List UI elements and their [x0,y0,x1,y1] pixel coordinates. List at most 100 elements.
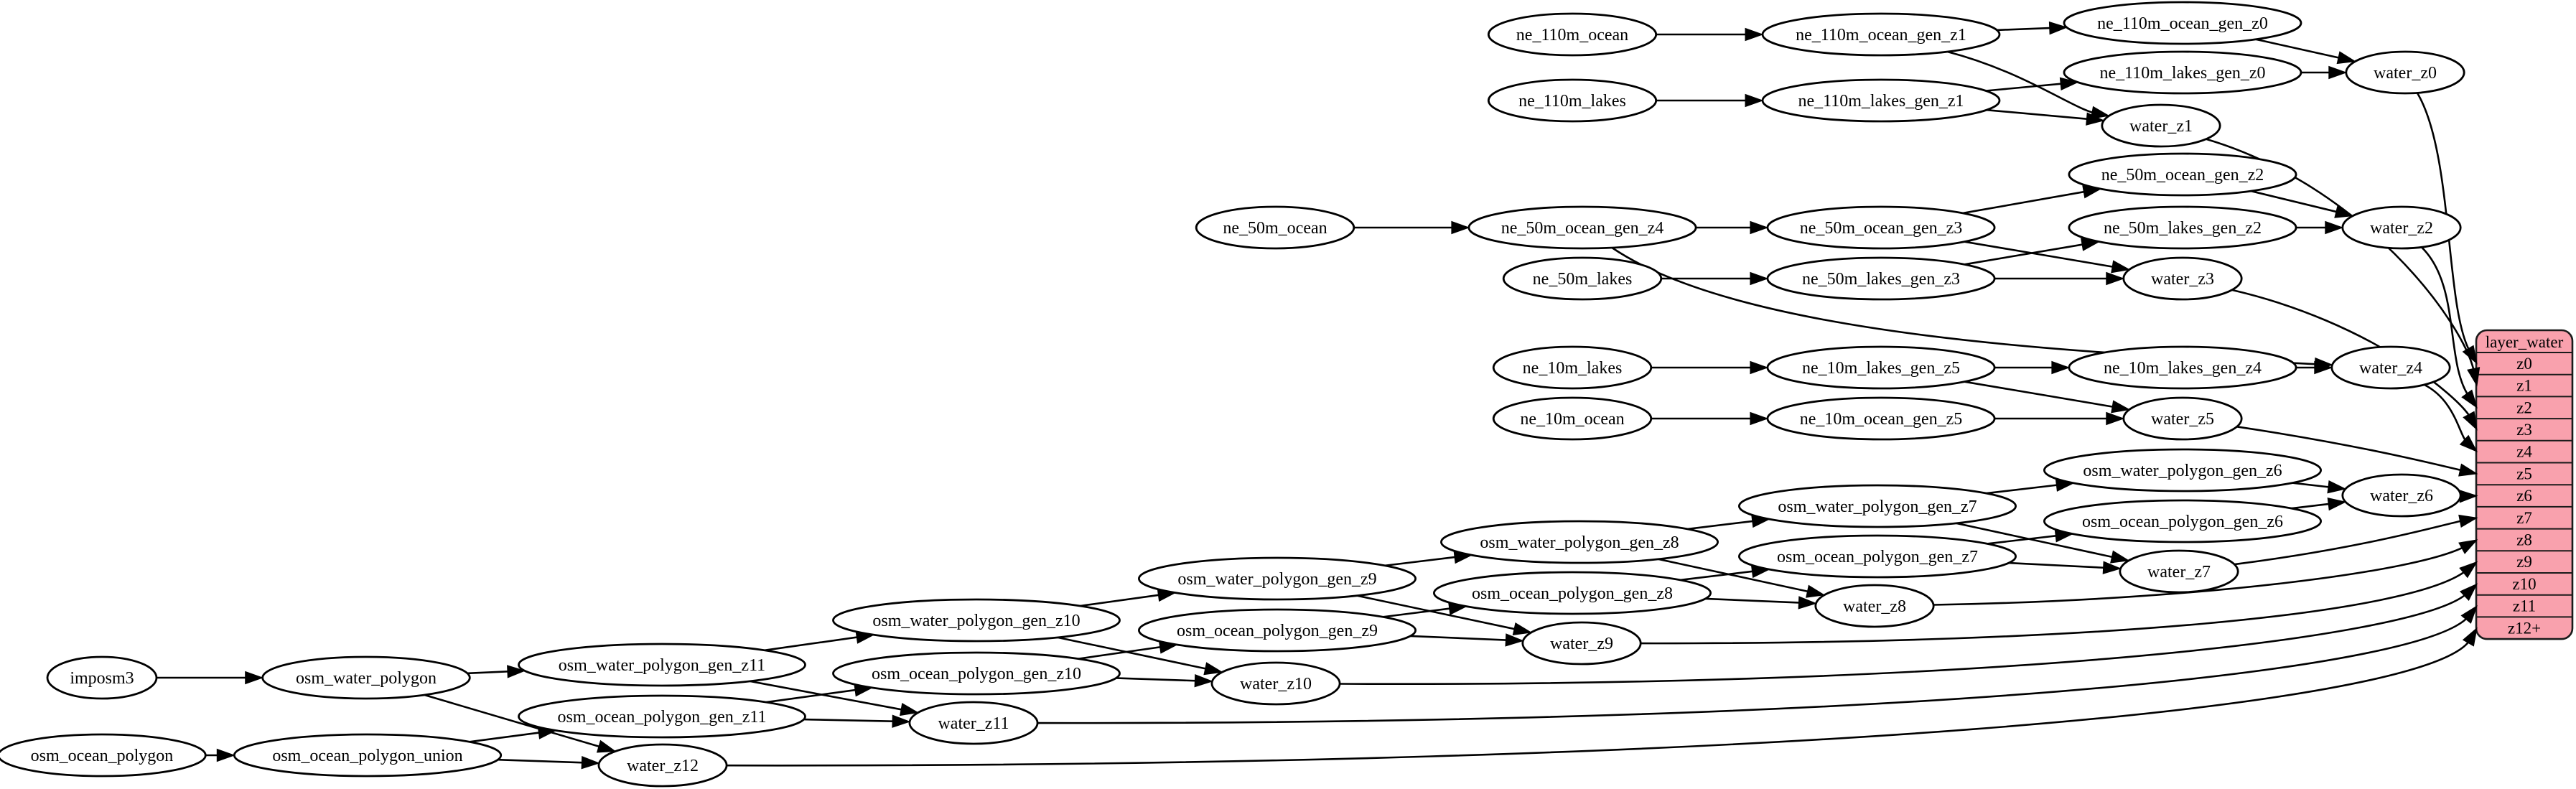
edge-osm_water_polygon_gen_z7-water_z7 [1956,522,2130,564]
edge-osm_ocean_polygon-osm_ocean_polygon_union [205,748,235,762]
arrowhead [899,703,920,716]
node-label: water_z11 [938,714,1009,733]
arrowhead [892,714,911,728]
node-osm_water_polygon_gen_z9: osm_water_polygon_gen_z9 [1138,556,1417,601]
node-osm_water_polygon_gen_z6: osm_water_polygon_gen_z6 [2043,448,2322,492]
edge-water_z2-z2 [2420,246,2478,409]
node-shape [1766,256,1996,301]
edge-line [1986,483,2061,495]
edge-ne_50m_ocean-ne_50m_ocean_gen_z4 [1353,220,1470,235]
edge-line [1987,534,2061,545]
node-label: osm_ocean_polygon_union [272,747,462,765]
edge-ne_50m_ocean_gen_z3-water_z3 [1964,241,2131,274]
arrowhead [2325,220,2344,235]
node-label: osm_ocean_polygon_gen_z9 [1177,622,1378,640]
node-shape [2119,549,2239,594]
arrowhead [2051,360,2071,375]
edge-line [1080,593,1163,607]
node-water_z3: water_z3 [2122,256,2243,301]
node-water_z4: water_z4 [2330,345,2451,390]
edge-line [1933,545,2466,606]
node-label: osm_ocean_polygon_gen_z10 [872,665,1081,683]
node-label: osm_water_polygon [296,669,437,688]
node-shape [2068,205,2297,250]
record-row-label: z5 [2516,464,2532,482]
edge-line [2256,38,2343,60]
edge-line [1116,677,1200,682]
edge-line [764,635,862,652]
arrowhead [2459,561,2478,579]
node-ne_10m_lakes_gen_z5: ne_10m_lakes_gen_z5 [1766,345,1996,390]
node-shape [0,733,207,778]
node-label: water_z12 [627,757,699,775]
arrowhead [1203,662,1223,676]
edge-ne_10m_ocean-ne_10m_ocean_gen_z5 [1651,411,1769,426]
node-label: osm_ocean_polygon_gen_z8 [1472,584,1673,603]
edge-water_z5-z5 [2236,426,2478,477]
node-shape [1766,396,1996,441]
node-osm_ocean_polygon_gen_z11: osm_ocean_polygon_gen_z11 [518,694,806,739]
edge-ne_110m_lakes_gen_z0-water_z0 [2300,65,2348,80]
node-label: ne_50m_ocean_gen_z2 [2101,166,2264,185]
node-label: osm_ocean_polygon_gen_z7 [1777,548,1978,566]
node-osm_water_polygon_gen_z10: osm_water_polygon_gen_z10 [832,598,1121,643]
node-label: osm_water_polygon_gen_z8 [1480,533,1679,552]
node-label: water_z9 [1550,635,1613,653]
edge-line [2291,503,2333,510]
node-shape [1492,396,1653,441]
node-shape [2341,205,2462,250]
edge-osm_water_polygon-osm_water_polygon_gen_z11 [467,665,526,678]
edge-osm_ocean_polygon_gen_z8-water_z8 [1705,596,1817,610]
node-shape [1195,205,1355,250]
node-shape [1487,78,1658,123]
edge-line [467,670,513,675]
edge-imposm3-osm_water_polygon [157,671,264,685]
arrowhead [1194,673,1213,688]
arrowhead [1451,220,1470,235]
edge-osm_ocean_polygon_gen_z6-water_z6 [2291,497,2347,511]
node-ne_50m_lakes_gen_z2: ne_50m_lakes_gen_z2 [2068,205,2297,250]
node-shape [1766,345,1996,390]
node-shape [2063,50,2302,95]
record-row-label: z11 [2513,597,2536,615]
edge-osm_water_polygon_gen_z9-water_z9 [1357,594,1533,635]
edge-water_z10-z10 [1340,583,2478,686]
node-label: water_z10 [1240,675,1312,694]
node-label: ne_50m_lakes [1533,270,1633,289]
edge-osm_water_polygon_gen_z6-water_z6 [2292,480,2347,494]
edge-ne_110m_lakes_gen_z1-water_z1 [1986,108,2105,126]
node-label: osm_water_polygon_gen_z11 [559,656,765,675]
edge-osm_ocean_polygon_gen_z7-water_z7 [2008,561,2122,574]
arrowhead [2090,106,2110,119]
node-shape [1440,520,1719,564]
node-label: ne_110m_ocean [1516,26,1628,45]
arrowhead [1750,271,1769,286]
node-shape [1492,345,1653,390]
edge-line [1340,592,2468,686]
arrowhead [2461,389,2478,409]
edge-ne_10m_lakes_gen_z5-water_z5 [1964,381,2131,414]
edge-ne_110m_ocean_gen_z1-water_z1 [1947,50,2110,119]
node-osm_water_polygon: osm_water_polygon [261,655,471,700]
node-label: osm_water_polygon_gen_z10 [872,612,1080,630]
node-osm_water_polygon_gen_z7: osm_water_polygon_gen_z7 [1737,484,2017,528]
node-shape [2122,256,2243,301]
arrowhead [2462,627,2478,647]
edge-osm_water_polygon_gen_z7-osm_water_polygon_gen_z6 [1986,478,2075,495]
node-shape [1521,621,1642,666]
record-row-z9: z9 [2476,550,2572,571]
node-osm_ocean_polygon: osm_ocean_polygon [0,733,207,778]
edge-line [1956,522,2117,559]
arrowhead [2459,490,2478,503]
edge-line [1641,569,2468,645]
record-row-z12+: z12+ [2476,616,2572,637]
node-shape [908,701,1039,745]
node-ne_110m_ocean: ne_110m_ocean [1487,12,1658,57]
arrowhead [2086,112,2105,126]
node-ne_50m_ocean: ne_50m_ocean [1195,205,1355,250]
node-ne_50m_ocean_gen_z4: ne_50m_ocean_gen_z4 [1467,205,1697,250]
node-label: osm_ocean_polygon_gen_z11 [557,708,766,727]
record-row-z2: z2 [2476,396,2572,416]
node-label: water_z2 [2370,219,2433,238]
